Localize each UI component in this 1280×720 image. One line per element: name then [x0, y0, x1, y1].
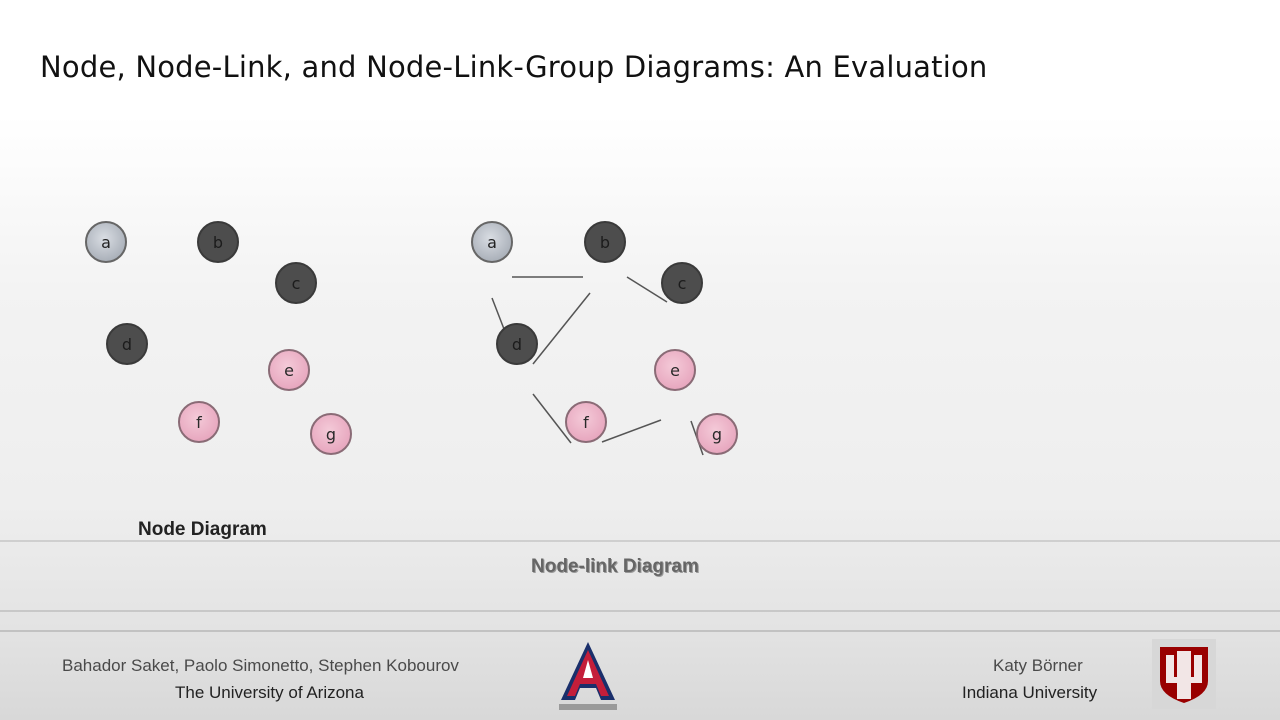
node-g: g	[696, 413, 738, 455]
node-c: c	[661, 262, 703, 304]
divider	[0, 610, 1280, 612]
author-names: Bahador Saket, Paolo Simonetto, Stephen …	[62, 656, 459, 675]
node-e: e	[654, 349, 696, 391]
edge-b-d	[532, 292, 591, 365]
node-diagram-caption: Node Diagram	[138, 519, 267, 540]
left-affiliation: The University of Arizona	[175, 683, 364, 702]
slide-title: Node, Node-Link, and Node-Link-Group Dia…	[40, 50, 988, 84]
right-author: Katy Börner	[993, 656, 1083, 675]
node-d: d	[496, 323, 538, 365]
node-b: b	[584, 221, 626, 263]
indiana-university-logo	[1152, 639, 1216, 709]
node-f: f	[178, 401, 220, 443]
node-a: a	[85, 221, 127, 263]
node-g: g	[310, 413, 352, 455]
node-b: b	[197, 221, 239, 263]
node-d: d	[106, 323, 148, 365]
node-e: e	[268, 349, 310, 391]
node-c: c	[275, 262, 317, 304]
edge-f-e	[601, 419, 662, 443]
university-of-arizona-logo	[559, 642, 617, 710]
node-a: a	[471, 221, 513, 263]
right-affiliation: Indiana University	[962, 683, 1098, 702]
divider	[0, 630, 1280, 632]
node-f: f	[565, 401, 607, 443]
divider	[0, 540, 1280, 542]
node-link-diagram-caption: Node-link Diagram	[531, 556, 699, 577]
